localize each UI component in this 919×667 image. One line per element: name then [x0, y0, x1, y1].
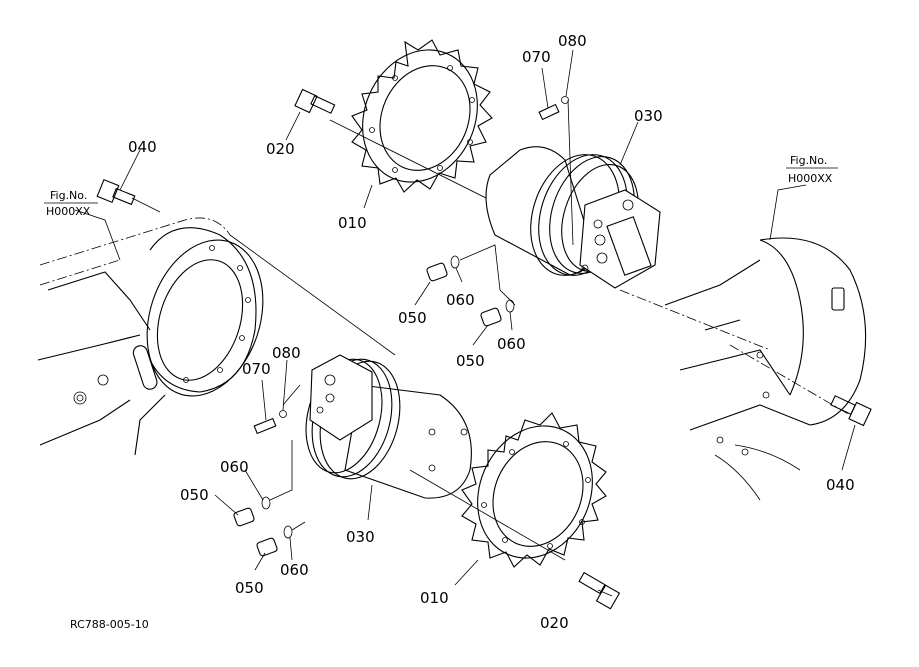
label-020-top: 020 — [266, 140, 295, 158]
label-060-bottom-a: 060 — [220, 458, 249, 476]
bolt-020-bottom — [578, 571, 621, 610]
bolt-040-left — [96, 178, 161, 213]
label-050-top-b: 050 — [456, 352, 485, 370]
label-030-top: 030 — [634, 107, 663, 125]
callout-labels: 010 010 020 020 030 030 040 040 050 050 … — [128, 32, 855, 632]
label-080-top: 080 — [558, 32, 587, 50]
label-050-bottom-a: 050 — [180, 486, 209, 504]
label-050-bottom-b: 050 — [235, 579, 264, 597]
plug-070-top — [538, 96, 569, 121]
label-040-left: 040 — [128, 138, 157, 156]
left-track-frame — [37, 217, 396, 456]
travel-motor-bottom — [305, 354, 566, 561]
label-060-bottom-b: 060 — [280, 561, 309, 579]
label-070-top: 070 — [522, 48, 551, 66]
label-080-bottom: 080 — [272, 344, 301, 362]
bolt-040-right — [830, 395, 872, 427]
label-020-bottom: 020 — [540, 614, 569, 632]
sprocket-bottom — [461, 412, 607, 568]
fig-ref-right-line1: Fig.No. — [790, 154, 827, 167]
label-060-top-b: 060 — [497, 335, 526, 353]
fittings-top — [426, 244, 516, 327]
fittings-bottom — [233, 440, 306, 557]
fig-ref-right: Fig.No. H000XX — [786, 154, 838, 185]
fig-ref-right-line2: H000XX — [788, 172, 833, 185]
drawing-id: RC788-005-10 — [70, 618, 149, 631]
plug-070-bottom — [253, 384, 301, 435]
label-060-top-a: 060 — [446, 291, 475, 309]
label-050-top-a: 050 — [398, 309, 427, 327]
right-track-frame — [619, 237, 867, 501]
label-040-right: 040 — [826, 476, 855, 494]
label-010-bottom: 010 — [420, 589, 449, 607]
fig-ref-left-line1: Fig.No. — [50, 189, 87, 202]
travel-motor-top — [485, 99, 661, 289]
label-030-bottom: 030 — [346, 528, 375, 546]
label-070-bottom: 070 — [242, 360, 271, 378]
fig-ref-left-line2: H000XX — [46, 205, 91, 218]
label-010-top: 010 — [338, 214, 367, 232]
fig-ref-left: Fig.No. H000XX — [44, 189, 98, 218]
bolt-020-top — [294, 88, 336, 114]
leader-lines — [74, 49, 856, 597]
